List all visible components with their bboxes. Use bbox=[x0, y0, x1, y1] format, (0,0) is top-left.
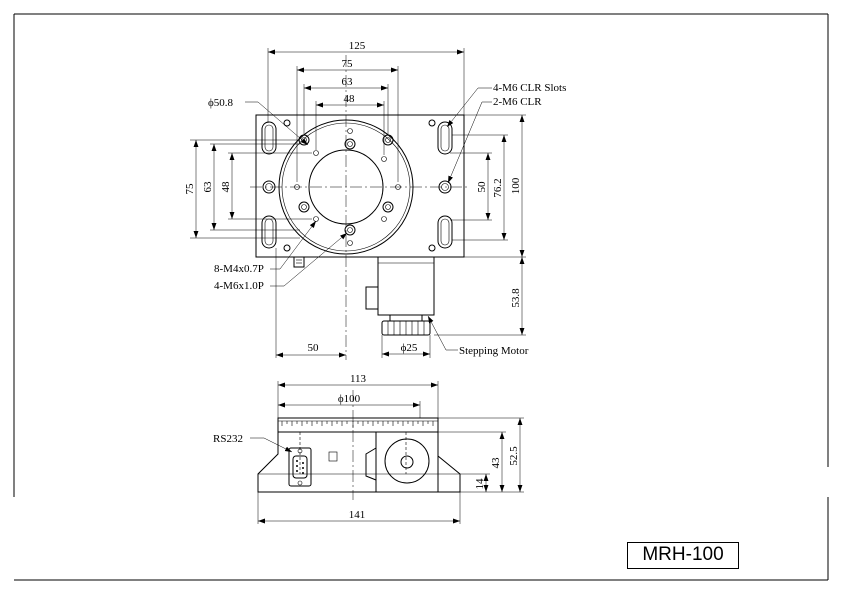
dim-63-h-label: 63 bbox=[342, 76, 354, 88]
dim-125-label: 125 bbox=[349, 40, 366, 52]
dim-14-v-label: 14 bbox=[474, 478, 486, 490]
callout-rs232: RS232 bbox=[213, 433, 293, 453]
stepping-motor bbox=[365, 256, 435, 336]
dim-63-v-label: 63 bbox=[202, 181, 214, 193]
dim-knob-label: ϕ25 bbox=[401, 342, 418, 354]
slot-left-top bbox=[261, 121, 277, 155]
callout-m6: 4-M6x1.0P bbox=[214, 232, 348, 292]
center-bore bbox=[308, 149, 384, 225]
dim-125: 125 bbox=[267, 40, 465, 123]
dim-43-v-label: 43 bbox=[490, 457, 502, 469]
slot-right-top bbox=[437, 121, 453, 155]
callout-dia: ϕ50.8 bbox=[208, 97, 309, 146]
dim-50-h-label: 50 bbox=[308, 342, 320, 354]
dim-50-h: 50 bbox=[275, 248, 346, 358]
dim-48-v-label: 48 bbox=[220, 181, 232, 193]
dim-53-v: 53.8 bbox=[434, 257, 526, 336]
callout-clr-label: 2-M6 CLR bbox=[493, 96, 542, 108]
dim-100-v-label: 100 bbox=[510, 177, 522, 194]
slot-right-bottom bbox=[437, 215, 453, 249]
callout-clr: 2-M6 CLR bbox=[447, 96, 542, 184]
callout-motor-label: Stepping Motor bbox=[459, 345, 529, 357]
clr-hole-left bbox=[262, 180, 276, 194]
side-view: 113 ϕ100 141 52.5 43 14 bbox=[213, 373, 524, 524]
dim-76-v-label: 76.2 bbox=[492, 178, 504, 197]
callout-motor: Stepping Motor bbox=[427, 315, 529, 357]
rotary-table bbox=[278, 119, 414, 255]
top-view: 125 75 63 48 75 bbox=[184, 40, 566, 360]
dim-63-v: 63 bbox=[202, 143, 300, 231]
callout-slots: 4-M6 CLR Slots bbox=[446, 82, 566, 128]
dim-141: 141 bbox=[257, 492, 461, 524]
dim-53-v-label: 53.8 bbox=[510, 288, 522, 308]
callout-m4: 8-M4x0.7P bbox=[214, 220, 317, 275]
dim-14-v: 14 bbox=[460, 473, 490, 492]
side-base bbox=[257, 431, 461, 493]
drawing-frame bbox=[13, 13, 829, 581]
callout-slots-label: 4-M6 CLR Slots bbox=[493, 82, 566, 94]
dim-76-v: 76.2 bbox=[452, 134, 508, 241]
dim-113: 113 bbox=[277, 373, 439, 418]
dim-52-v: 52.5 bbox=[438, 417, 524, 493]
dim-48-h-label: 48 bbox=[344, 93, 356, 105]
dim-50-v: 50 bbox=[450, 152, 492, 221]
dim-141-label: 141 bbox=[349, 509, 366, 521]
stage-body bbox=[255, 114, 465, 258]
rs232-connector bbox=[288, 447, 312, 487]
dim-75-v: 75 bbox=[184, 139, 300, 239]
dim-50-v-label: 50 bbox=[476, 181, 488, 193]
dim-48-v: 48 bbox=[220, 152, 312, 220]
connector-plug bbox=[293, 256, 305, 268]
callout-m6-label: 4-M6x1.0P bbox=[214, 280, 264, 292]
dim-dia100-label: ϕ100 bbox=[338, 393, 361, 405]
dim-113-label: 113 bbox=[350, 373, 367, 385]
dim-43-v: 43 bbox=[438, 431, 506, 492]
dim-knob: ϕ25 bbox=[381, 335, 431, 358]
callout-m4-label: 8-M4x0.7P bbox=[214, 263, 264, 275]
dim-75-v-label: 75 bbox=[184, 183, 196, 195]
callout-rs232-label: RS232 bbox=[213, 433, 243, 445]
m4-holes bbox=[294, 128, 401, 246]
dim-63-h: 63 bbox=[303, 76, 389, 135]
dim-52-v-label: 52.5 bbox=[508, 446, 520, 466]
scale-ticks bbox=[281, 421, 434, 428]
model-label: MRH-100 bbox=[627, 542, 739, 569]
dim-75-h-label: 75 bbox=[342, 58, 354, 70]
dim-48-h: 48 bbox=[315, 93, 385, 155]
clr-hole-right bbox=[438, 180, 452, 194]
scale-band bbox=[277, 417, 439, 433]
dim-dia100: ϕ100 bbox=[278, 393, 421, 418]
slot-left-bottom bbox=[261, 215, 277, 249]
side-motor bbox=[365, 431, 439, 493]
callout-dia-label: ϕ50.8 bbox=[208, 97, 234, 109]
dim-75-h: 75 bbox=[296, 58, 399, 182]
dim-100-v: 100 bbox=[464, 114, 526, 258]
